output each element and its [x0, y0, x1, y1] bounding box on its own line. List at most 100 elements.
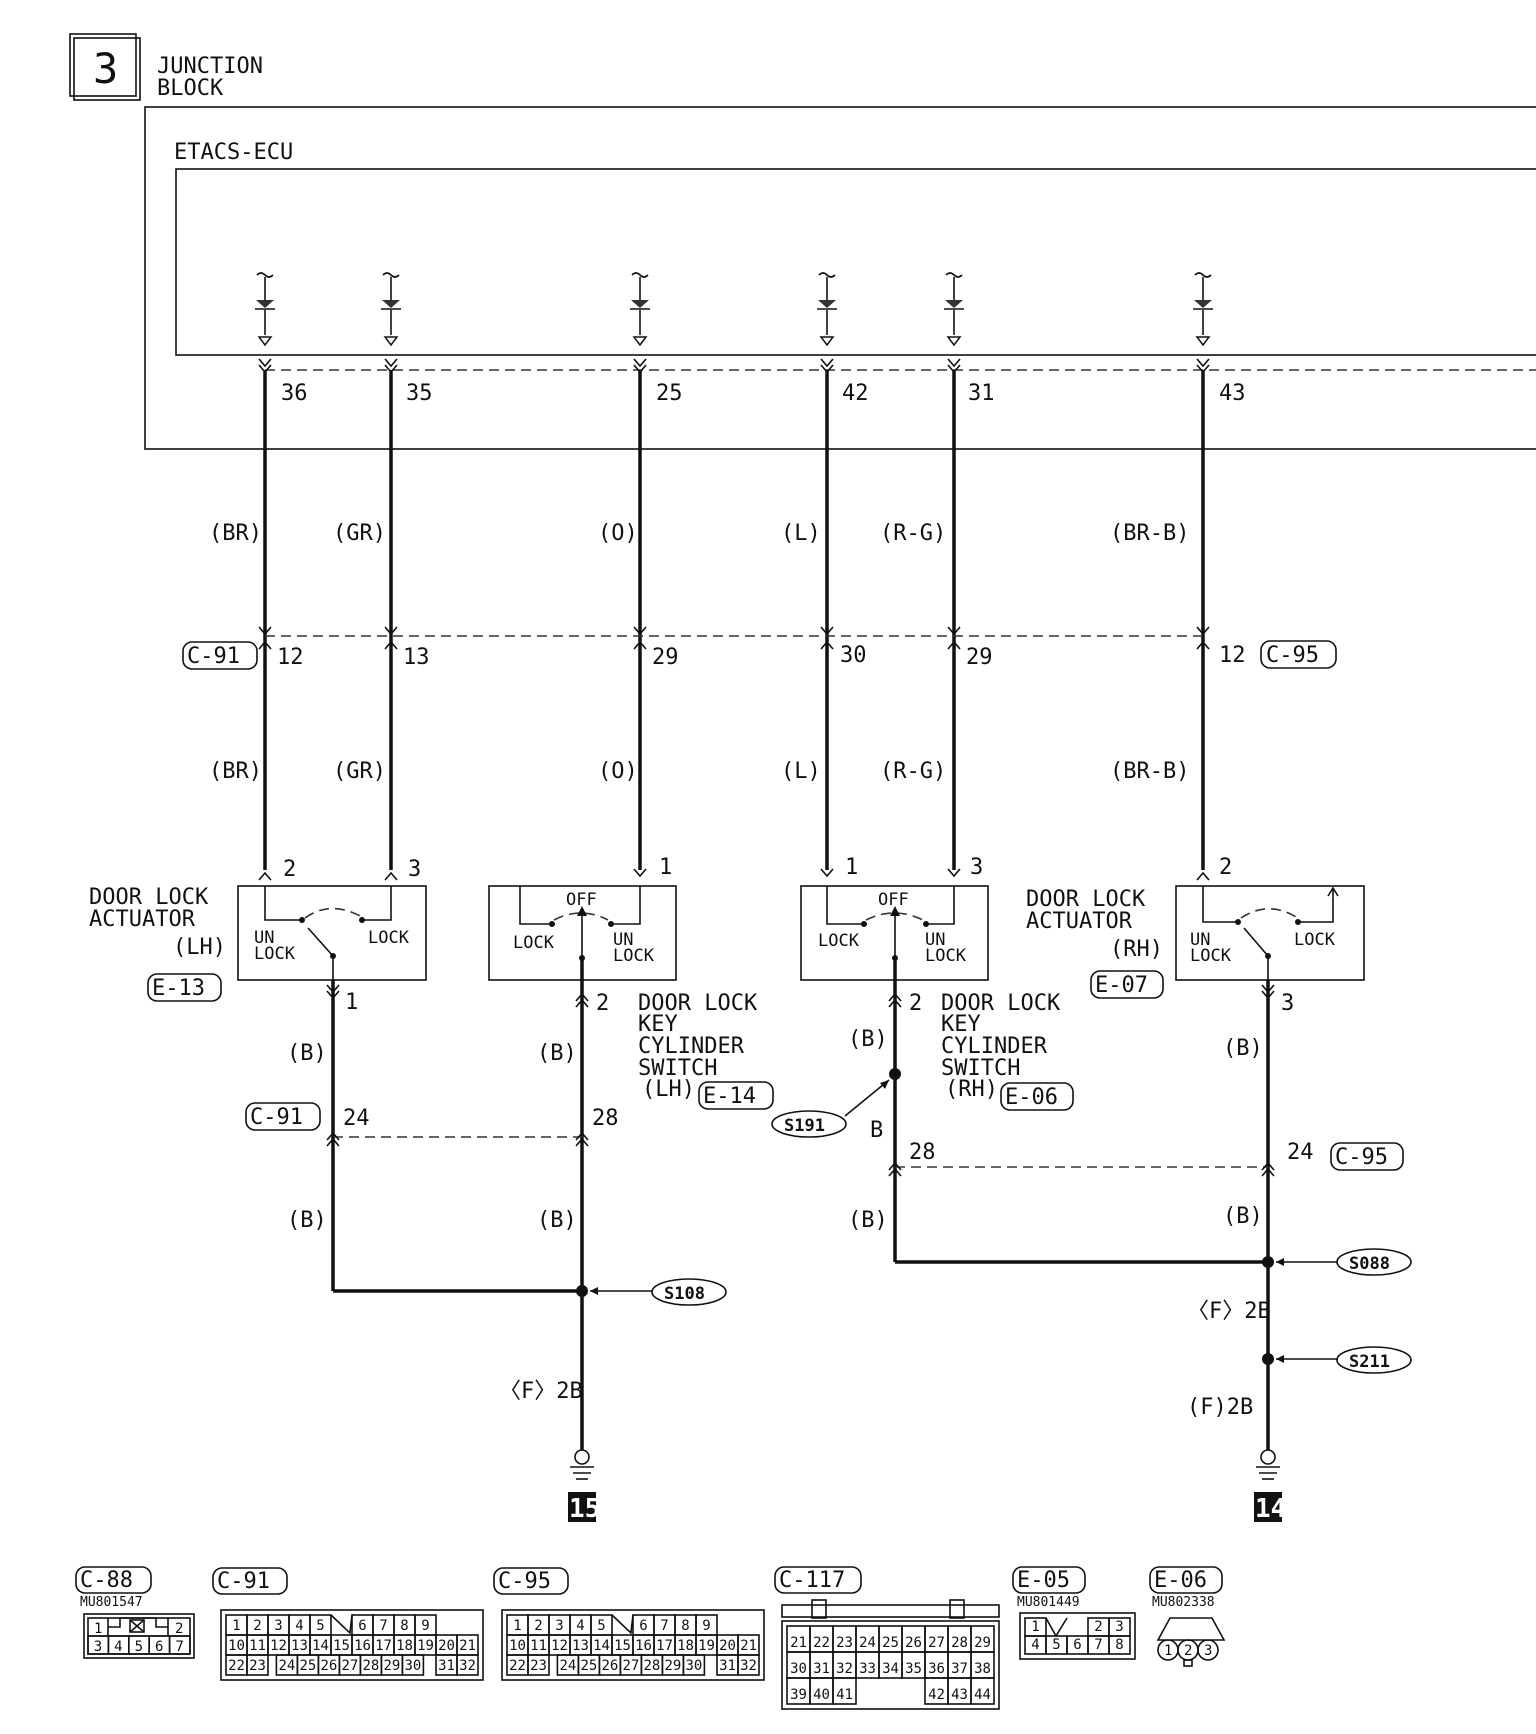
view-c95-pin: 17 — [656, 1638, 673, 1654]
ecu-terminal: 43 — [1219, 381, 1246, 406]
lower-connector-c95: C-95 — [1335, 1145, 1388, 1170]
view-c117-pin: 28 — [951, 1635, 968, 1651]
lower-pin: 28 — [592, 1106, 619, 1131]
actuator-lh-unlock-1: UN — [254, 928, 274, 948]
section-header: 3 JUNCTION BLOCK — [69, 33, 263, 101]
actuator-lh-bottom-pin: 1 — [345, 990, 358, 1015]
view-c95-pin: 9 — [702, 1618, 710, 1634]
wire-color-label: (R-G) — [880, 759, 946, 784]
view-c117-pin: 37 — [951, 1661, 968, 1677]
actuator-rh-lock: LOCK — [1294, 930, 1336, 950]
mid-connector: C-91 12 13 29 30 29 12 C-95 — [182, 640, 1337, 670]
view-c95-pin: 21 — [740, 1638, 757, 1654]
wire-color-label: (GR) — [333, 759, 386, 784]
view-c91-pin: 13 — [291, 1638, 308, 1654]
mid-pin: 29 — [966, 645, 993, 670]
view-c117-pin: 34 — [882, 1661, 899, 1677]
key-switch-rh-title-2: KEY — [941, 1012, 981, 1037]
view-c117-pin: 40 — [813, 1687, 830, 1703]
actuator-lh-unlock-2: LOCK — [254, 944, 296, 964]
view-e05-pin: 6 — [1073, 1637, 1081, 1653]
wire-color-label: (GR) — [333, 521, 386, 546]
key-switch-rh-title-1: DOOR LOCK — [941, 991, 1061, 1016]
view-c91-pin: 8 — [400, 1618, 408, 1634]
lower-pin: 24 — [343, 1106, 370, 1131]
view-c91-pin: 4 — [295, 1618, 303, 1634]
key-switch-lh-connector: E-14 — [703, 1084, 756, 1109]
view-c91-pin: 25 — [299, 1658, 316, 1674]
b-plain-label: B — [870, 1118, 883, 1143]
ground-wire-labels: (B) (B) (B) (B) (B) (B) (B) (B) B 〈F〉2B … — [287, 1027, 1271, 1420]
view-c95-pin: 10 — [509, 1638, 526, 1654]
b-label: (B) — [287, 1208, 327, 1233]
device-pin: 3 — [408, 857, 421, 882]
view-c117-pin: 35 — [905, 1661, 922, 1677]
key-switch-lh-lock: LOCK — [513, 933, 555, 953]
key-switch-lh-title-1: DOOR LOCK — [638, 991, 758, 1016]
actuator-rh-unlock-1: UN — [1190, 930, 1210, 950]
view-c117-pin: 24 — [859, 1635, 876, 1651]
wire-color-label: (L) — [781, 521, 821, 546]
main-wires — [263, 370, 1205, 870]
f2b-label: (F)2B — [1187, 1395, 1253, 1420]
view-e05-pin: 7 — [1094, 1637, 1102, 1653]
view-c95-pin: 31 — [719, 1658, 736, 1674]
b-label: (B) — [537, 1208, 577, 1233]
key-switch-rh-unlock-1: UN — [925, 930, 945, 950]
view-c91-pin: 26 — [320, 1658, 337, 1674]
view-c95-pin: 15 — [614, 1638, 631, 1654]
mid-pin: 13 — [403, 645, 430, 670]
actuator-lh-lock: LOCK — [368, 928, 410, 948]
view-c95-pin: 18 — [677, 1638, 694, 1654]
view-c95-id: C-95 — [498, 1569, 551, 1594]
device-pin: 2 — [283, 857, 296, 882]
wire-color-label: (L) — [781, 759, 821, 784]
key-switch-rh-off: OFF — [878, 890, 909, 910]
view-c117-pin: 38 — [974, 1661, 991, 1677]
view-c117-pin: 43 — [951, 1687, 968, 1703]
connector-id-c95: C-95 — [1266, 643, 1319, 668]
view-c91-pin: 14 — [312, 1638, 329, 1654]
view-c91-pin: 7 — [379, 1618, 387, 1634]
view-c91-pin: 5 — [316, 1618, 324, 1634]
lower-pin: 24 — [1287, 1140, 1314, 1165]
wire-color-label: (BR) — [209, 759, 262, 784]
view-c95-pin: 23 — [530, 1658, 547, 1674]
view-c95-pin: 11 — [530, 1638, 547, 1654]
view-c91-pin: 22 — [228, 1658, 245, 1674]
lower-pin: 28 — [909, 1140, 936, 1165]
view-c91-pin: 31 — [438, 1658, 455, 1674]
ground-14: 14 — [1255, 1494, 1286, 1524]
junction-block-label-2: BLOCK — [157, 76, 224, 101]
junction-block-outline — [144, 106, 1536, 450]
view-c91-pin: 6 — [358, 1618, 366, 1634]
view-c95-pin: 16 — [635, 1638, 652, 1654]
view-c117-pin: 30 — [790, 1661, 807, 1677]
view-c95-pin: 4 — [576, 1618, 584, 1634]
device-pin: 2 — [1219, 855, 1232, 880]
key-switch-rh-connector: E-06 — [1005, 1085, 1058, 1110]
junction-block-label-1: JUNCTION — [157, 54, 263, 79]
view-e05-part: MU801449 — [1017, 1595, 1080, 1610]
grounds: 15 14 — [568, 1449, 1286, 1524]
wire-colors-upper: (BR) (GR) (O) (L) (R-G) (BR-B) — [209, 521, 1189, 546]
wire-colors-lower: (BR) (GR) (O) (L) (R-G) (BR-B) — [209, 759, 1189, 784]
f2b-label: 〈F〉2B — [1187, 1299, 1271, 1324]
b-label: (B) — [848, 1027, 888, 1052]
view-c91-pin: 27 — [341, 1658, 358, 1674]
ecu-terminal: 36 — [281, 381, 308, 406]
mid-pin: 12 — [277, 645, 304, 670]
actuator-rh-title-1: DOOR LOCK — [1026, 887, 1146, 912]
view-c95-pin: 6 — [639, 1618, 647, 1634]
f2b-label: 〈F〉2B — [499, 1379, 583, 1404]
view-c91-pin: 24 — [278, 1658, 295, 1674]
view-c117-pin: 25 — [882, 1635, 899, 1651]
ecu-terminal: 31 — [968, 381, 995, 406]
view-c117-pin: 23 — [836, 1635, 853, 1651]
view-c117-pin: 36 — [928, 1661, 945, 1677]
key-switch-lh-title-4: SWITCH — [638, 1056, 717, 1081]
